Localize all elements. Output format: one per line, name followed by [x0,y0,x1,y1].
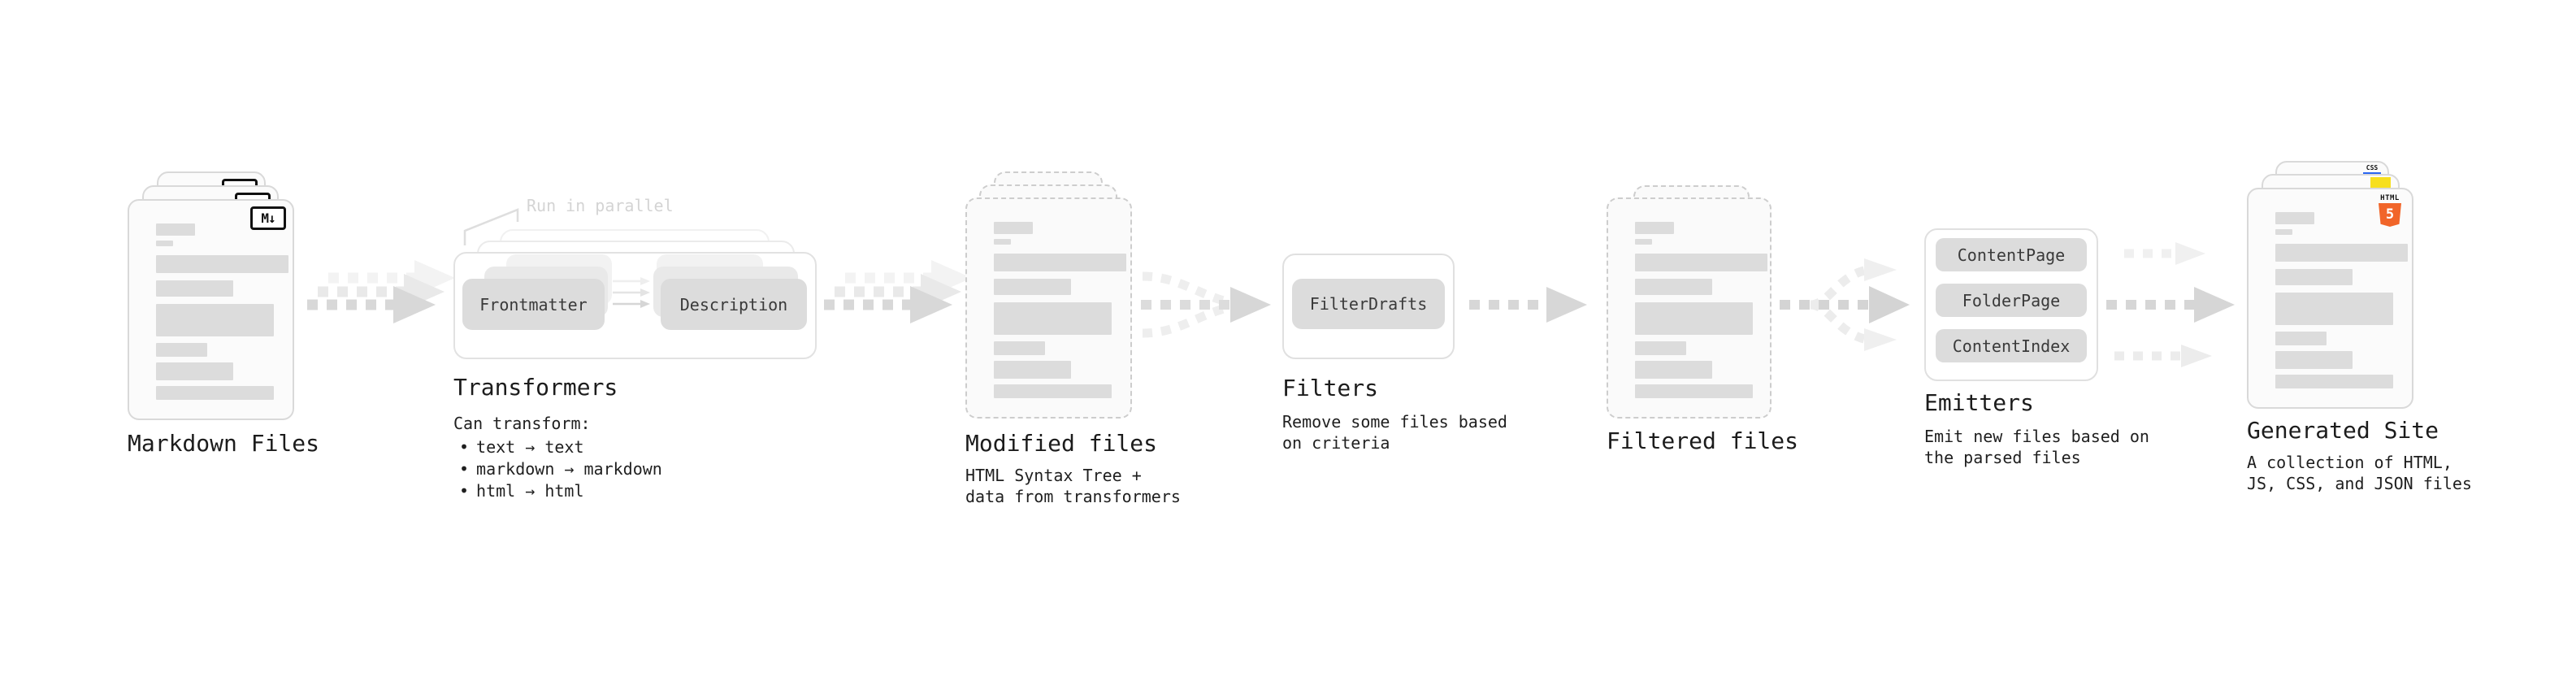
html5-logo-text: HTML [2380,194,2400,202]
bullet-text: markdown → markdown [476,459,662,479]
html5-shield: 5 [2379,203,2401,227]
run-in-parallel-callout-line [463,208,519,245]
transformer-pill-description: Description [661,279,807,330]
transformers-bullet-list: • text → text • markdown → markdown • html … [459,436,662,502]
html5-number: 5 [2385,206,2395,223]
generated-doc-html: HTML 5 [2247,188,2413,409]
markdown-icon: M↓ [250,206,286,230]
filters-desc: Remove some files based on criteria [1282,411,1507,453]
transformers-label: Transformers [453,374,618,401]
desc-line: data from transformers [965,487,1181,506]
text-line-placeholders [2275,212,2408,388]
transformer-pill-frontmatter: Frontmatter [462,279,605,330]
bullet-glyph: • [459,437,470,457]
desc-line: A collection of HTML, [2247,453,2452,472]
bullet-item: • markdown → markdown [459,458,662,480]
bullet-glyph: • [459,481,470,501]
emitters-label: Emitters [1924,389,2034,416]
emitter-pill-folderpage: FolderPage [1936,284,2087,317]
markdown-files-label: Markdown Files [128,430,320,457]
bullet-text: text → text [476,437,584,457]
flow-arrow-filtered-to-emitters-diverge [1780,258,1910,351]
parallel-mini-arrows [613,277,650,308]
flow-arrow-filters-to-filtered [1469,287,1587,323]
filters-label: Filters [1282,375,1379,401]
generated-site-desc: A collection of HTML, JS, CSS, and JSON … [2247,452,2472,494]
flow-arrow-transformers-to-modified [824,260,972,323]
desc-line: the parsed files [1924,448,2081,467]
modified-files-desc: HTML Syntax Tree + data from transformer… [965,465,1181,507]
desc-line: HTML Syntax Tree + [965,466,1142,485]
bullet-item: • text → text [459,436,662,458]
emitter-pill-contentindex: ContentIndex [1936,329,2087,362]
transformers-desc-heading: Can transform: [453,414,591,433]
text-line-placeholders [1635,222,1767,398]
emitter-pill-contentpage: ContentPage [1936,238,2087,271]
text-line-placeholders [994,222,1126,398]
desc-line: on criteria [1282,433,1390,453]
bullet-glyph: • [459,459,470,479]
html5-logo-icon: HTML 5 [2378,194,2402,227]
bullet-text: html → html [476,481,584,501]
filtered-files-label: Filtered files [1607,427,1799,454]
filtered-doc-front [1607,197,1772,419]
filter-pill-filterdrafts: FilterDrafts [1292,279,1445,329]
modified-doc-front [965,197,1132,419]
run-in-parallel-annotation: Run in parallel [527,196,674,215]
flow-arrow-markdown-to-transformers [307,260,455,323]
emitters-desc: Emit new files based on the parsed files [1924,426,2149,468]
desc-line: Emit new files based on [1924,427,2149,446]
desc-line: JS, CSS, and JSON files [2247,474,2472,493]
flow-arrows-emitters-to-generated [2106,242,2235,367]
css-badge-text: CSS [2366,164,2379,171]
desc-line: Remove some files based [1282,412,1507,432]
modified-files-label: Modified files [965,430,1158,457]
markdown-doc-front: M↓ [128,199,294,420]
bullet-item: • html → html [459,480,662,502]
flow-arrow-modified-to-filters-converge [1141,271,1271,338]
text-line-placeholders [156,223,288,400]
generated-site-label: Generated Site [2247,417,2439,444]
js-badge-icon [2370,177,2391,189]
